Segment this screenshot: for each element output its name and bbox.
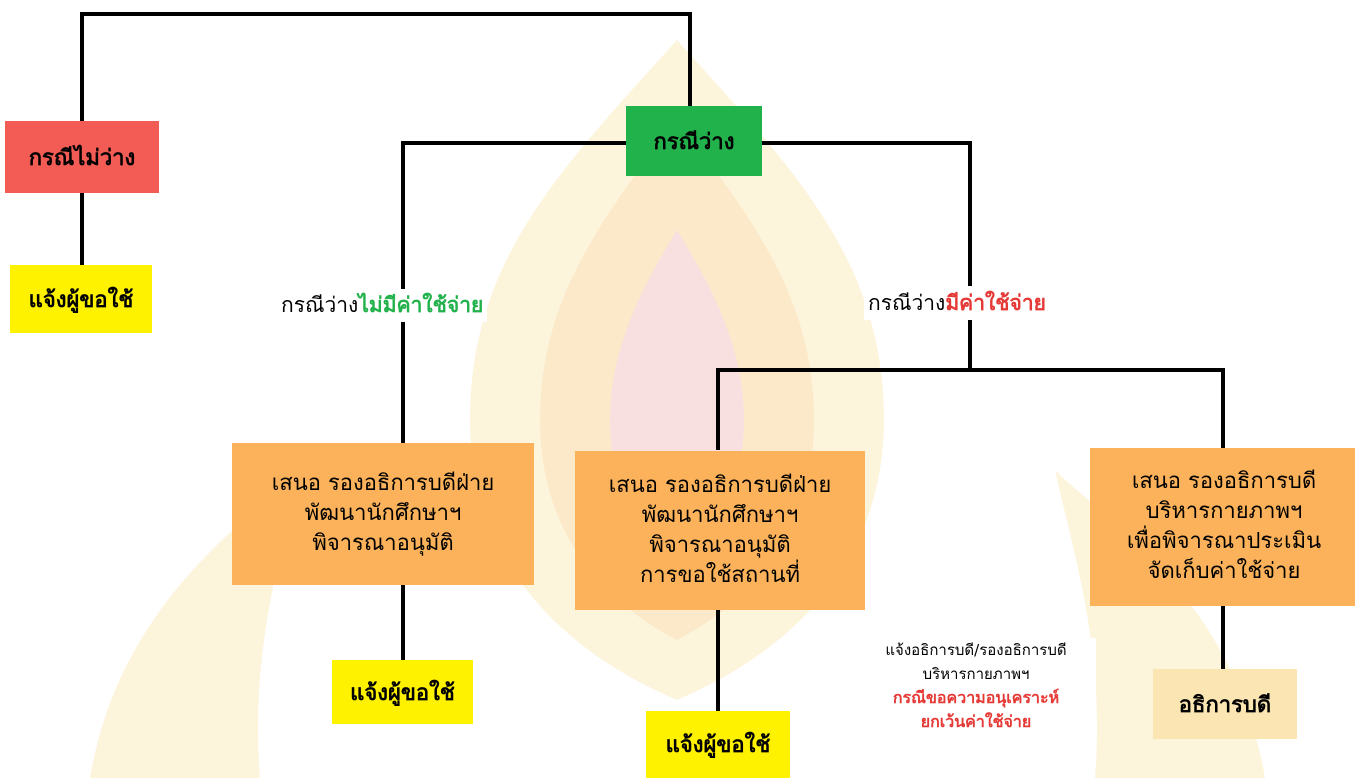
paid-branch-highlight: มีค่าใช้จ่าย [945,291,1046,315]
proposal-admin-line-2: บริหารกายภาพฯ [1145,499,1303,524]
proposal-paid-line-3: พิจารณาอนุมัติ [649,532,791,558]
notify-requester-box-left: แจ้งผู้ขอใช้ [10,265,152,333]
notify-requester-label-paid: แจ้งผู้ขอใช้ [665,733,771,758]
free-branch-highlight: ไม่มีค่าใช้จ่าย [358,293,484,317]
notify-requester-label-left: แจ้งผู้ขอใช้ [28,287,134,313]
not-available-box: กรณีไม่ว่าง [5,121,159,193]
available-box: กรณีว่าง [626,106,762,176]
paid-branch-prefix: กรณีว่าง [868,291,946,315]
note-highlight-line-1: กรณีขอความอนุเคราะห์ [892,688,1060,707]
proposal-free-line-2: พัฒนานักศึกษาฯ [304,501,462,526]
rector-notify-note: แจ้งอธิการบดี/รองอธิการบดี บริหารกายภาพฯ… [856,638,1096,734]
note-line-1: แจ้งอธิการบดี/รองอธิการบดี [885,641,1067,659]
available-label: กรณีว่าง [653,129,735,155]
notify-requester-box-paid: แจ้งผู้ขอใช้ [646,711,790,778]
rector-label: อธิการบดี [1178,692,1272,718]
proposal-free-box: เสนอ รองอธิการบดีฝ่าย พัฒนานักศึกษาฯ พิจ… [232,443,534,585]
notify-requester-box-free: แจ้งผู้ขอใช้ [332,660,473,724]
proposal-paid-line-1: เสนอ รองอธิการบดีฝ่าย [608,472,832,498]
proposal-paid-box: เสนอ รองอธิการบดีฝ่าย พัฒนานักศึกษาฯ พิจ… [575,451,865,610]
proposal-free-line-3: พิจารณาอนุมัติ [312,531,454,556]
proposal-admin-line-3: เพื่อพิจารณาประเมิน [1126,529,1322,554]
proposal-paid-line-4: การขอใช้สถานที่ [639,562,801,588]
paid-branch-label: กรณีว่างมีค่าใช้จ่าย [864,287,1050,320]
free-branch-label: กรณีว่างไม่มีค่าใช้จ่าย [277,289,488,322]
proposal-admin-line-4: จัดเก็บค่าใช้จ่าย [1147,559,1301,584]
free-branch-prefix: กรณีว่าง [281,293,359,317]
rector-box: อธิการบดี [1153,669,1297,739]
notify-requester-label-free: แจ้งผู้ขอใช้ [350,680,455,706]
proposal-admin-box: เสนอ รองอธิการบดี บริหารกายภาพฯ เพื่อพิจ… [1090,448,1355,606]
proposal-free-line-1: เสนอ รองอธิการบดีฝ่าย [271,471,495,496]
proposal-admin-line-1: เสนอ รองอธิการบดี [1131,469,1317,494]
note-highlight-line-2: ยกเว้นค่าใช้จ่าย [920,712,1032,731]
note-line-2: บริหารกายภาพฯ [922,665,1030,683]
proposal-paid-line-2: พัฒนานักศึกษาฯ [641,502,799,528]
not-available-label: กรณีไม่ว่าง [28,145,136,171]
